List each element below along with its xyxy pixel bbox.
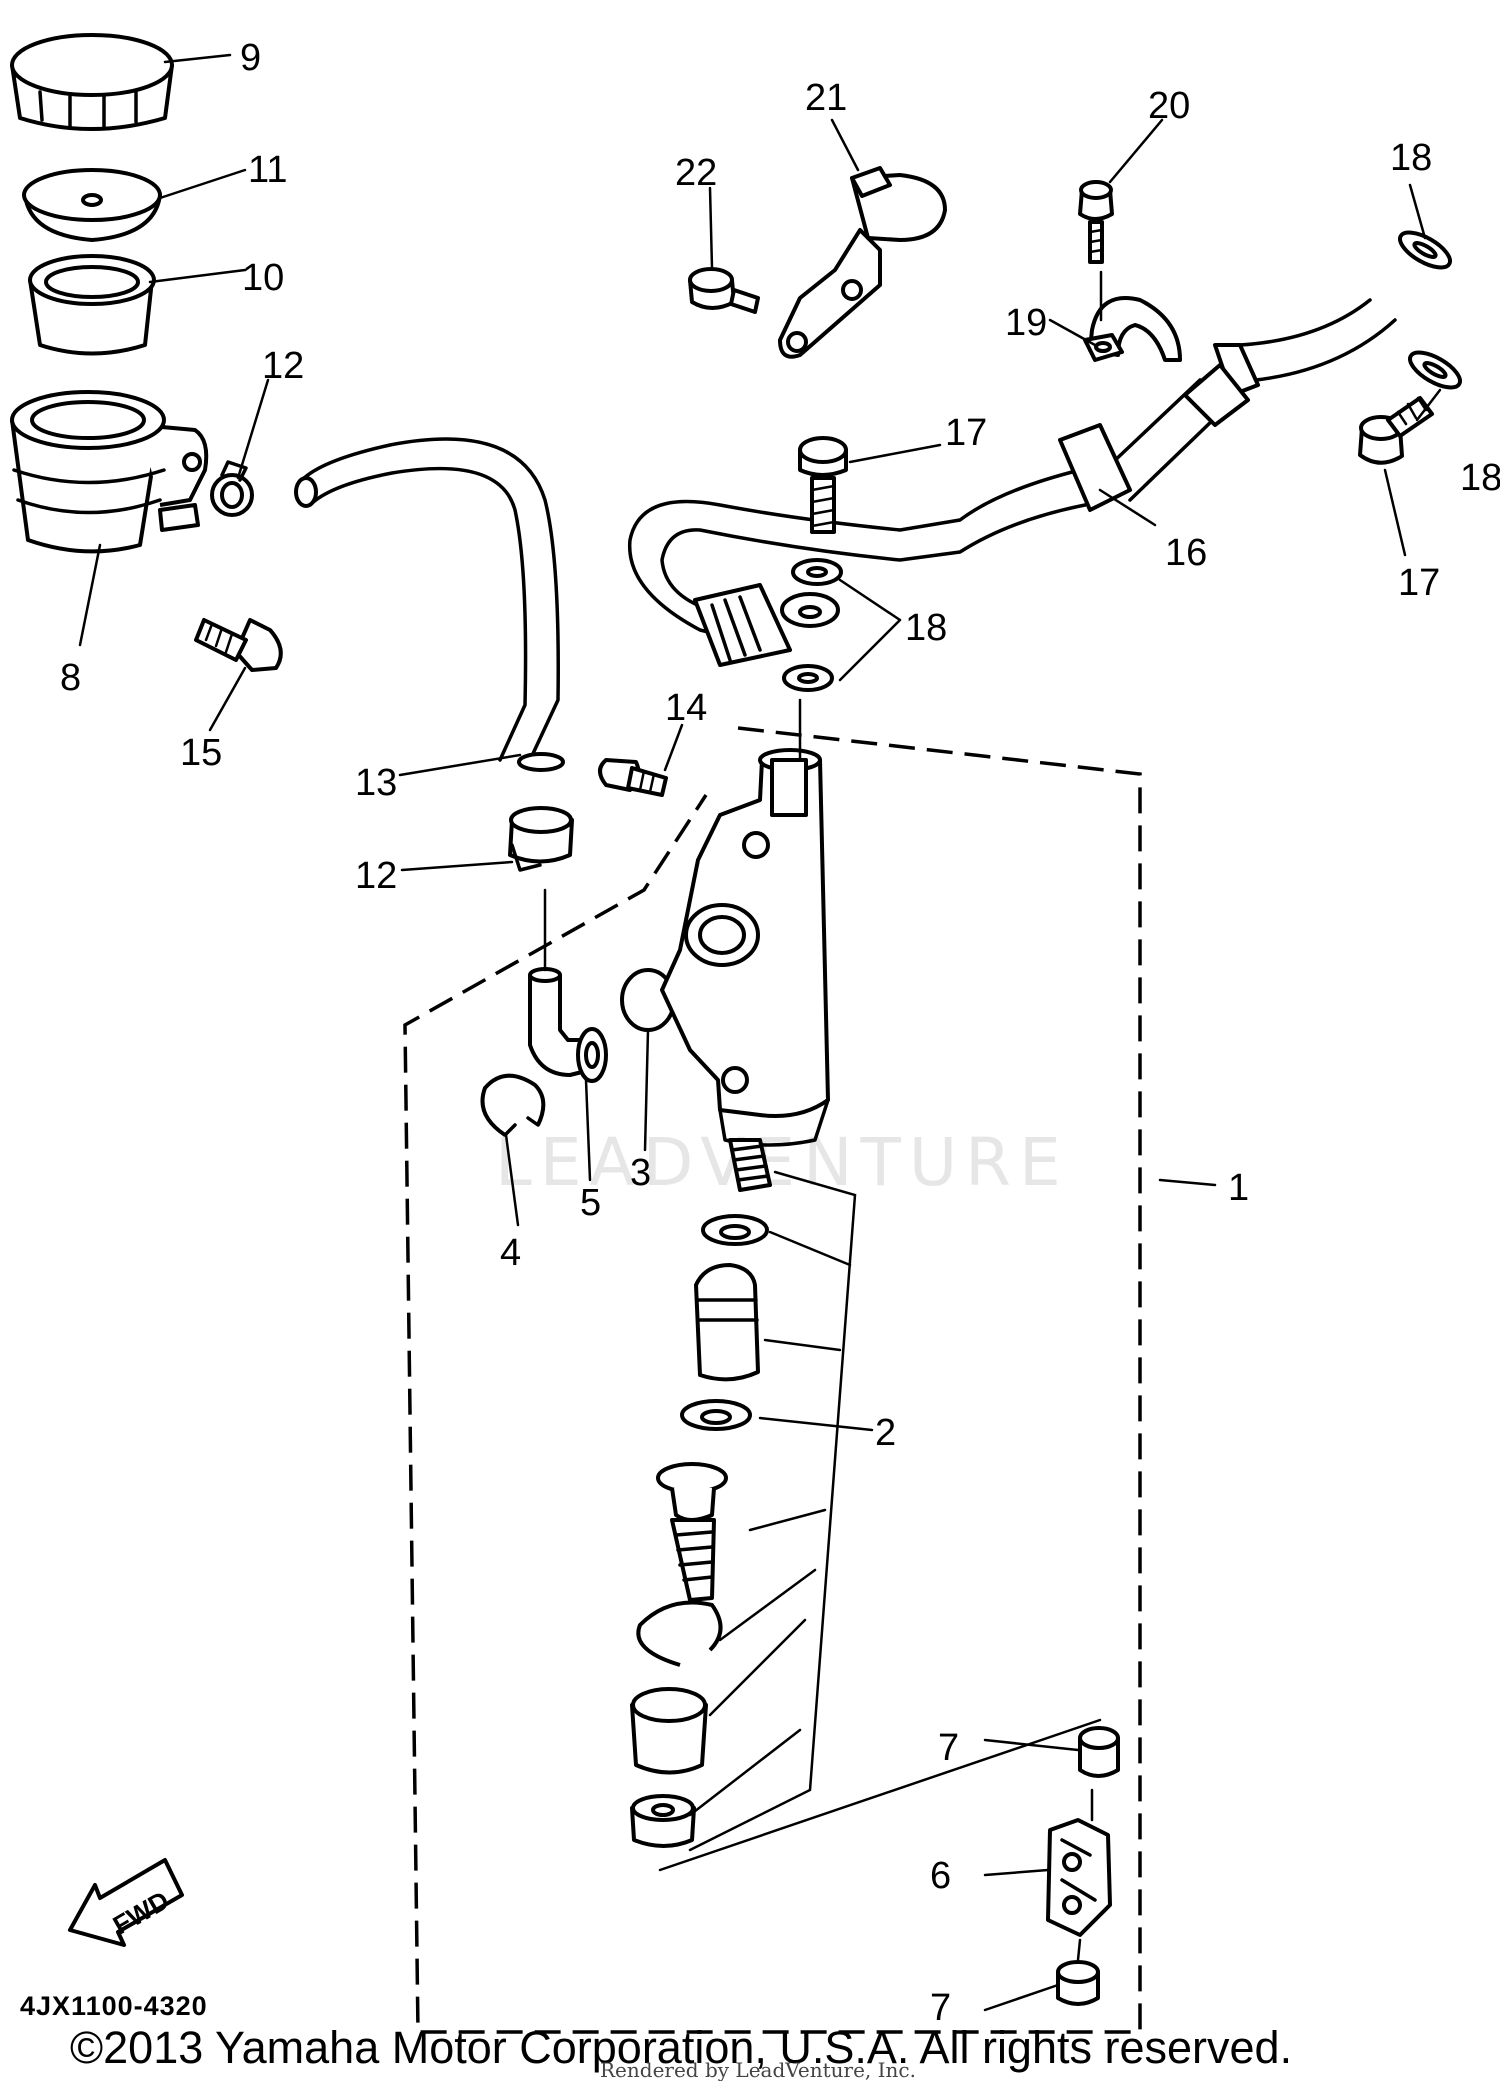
- reservoir-tank[interactable]: [10, 390, 209, 554]
- bracket-bolt[interactable]: [688, 267, 760, 314]
- callout-17a: 17: [945, 412, 987, 454]
- master-cylinder-bolt[interactable]: [598, 758, 668, 797]
- callout-14: 14: [665, 687, 707, 729]
- clevis-guide-line: [1076, 1788, 1094, 1962]
- washer-lower-right[interactable]: [1405, 346, 1465, 395]
- diaphragm-holder[interactable]: [28, 254, 156, 356]
- hose-holder[interactable]: [1083, 296, 1182, 362]
- callout-2: 2: [875, 1412, 896, 1454]
- clevis[interactable]: [1046, 1818, 1112, 1937]
- fwd-arrow-icon: FWD: [68, 1858, 184, 1947]
- washer-upper-left[interactable]: [791, 558, 843, 586]
- callout-20: 20: [1148, 85, 1190, 127]
- brake-hose[interactable]: [627, 298, 1397, 667]
- callout-9: 9: [240, 37, 261, 79]
- callout-21: 21: [805, 77, 847, 119]
- clevis-nut-upper[interactable]: [1078, 1726, 1120, 1778]
- rendered-by-notice: Rendered by LeadVenture, Inc.: [600, 2058, 916, 2081]
- callout-22: 22: [675, 152, 717, 194]
- callout-11: 11: [248, 149, 287, 191]
- clevis-nut-lower[interactable]: [1056, 1960, 1100, 2006]
- copyright-notice: ©2013 Yamaha Motor Corporation, U.S.A. A…: [70, 2022, 1292, 2073]
- callout-7a: 7: [938, 1727, 959, 1769]
- reservoir-bolt[interactable]: [194, 618, 283, 672]
- callout-12b: 12: [355, 855, 397, 897]
- hose-clamp-upper[interactable]: [210, 460, 254, 517]
- reservoir-hose[interactable]: [294, 437, 565, 772]
- circlip[interactable]: [480, 1073, 546, 1137]
- callout-7b: 7: [930, 1987, 951, 2029]
- hose-bracket[interactable]: [778, 166, 947, 359]
- assembly-boundary: [403, 726, 1142, 2034]
- washer-lower-left[interactable]: [782, 664, 834, 692]
- holder-bolt[interactable]: [1078, 180, 1114, 264]
- union-bolt-right[interactable]: [1358, 396, 1434, 465]
- callout-10: 10: [242, 257, 284, 299]
- callout-18c: 18: [1460, 457, 1500, 499]
- callout-4: 4: [500, 1232, 521, 1274]
- leader-lines: [78, 53, 1442, 2012]
- reservoir-cap[interactable]: [10, 33, 174, 131]
- washer-upper-right[interactable]: [1395, 226, 1455, 275]
- callout-18a: 18: [905, 607, 947, 649]
- hose-joint[interactable]: [528, 967, 608, 1083]
- callout-12a: 12: [262, 345, 304, 387]
- callout-16: 16: [1165, 532, 1207, 574]
- callout-6: 6: [930, 1855, 951, 1897]
- callout-17b: 17: [1398, 562, 1440, 604]
- hose-clamp-lower[interactable]: [508, 806, 574, 872]
- callout-8: 8: [60, 657, 81, 699]
- callout-5: 5: [580, 1182, 601, 1224]
- diaphragm[interactable]: [22, 168, 162, 242]
- callout-3: 3: [630, 1152, 651, 1194]
- union-bolt-left[interactable]: [798, 436, 848, 534]
- piston-kit[interactable]: [630, 1138, 772, 1848]
- master-cylinder-body[interactable]: [660, 748, 830, 1147]
- callout-13: 13: [355, 762, 397, 804]
- callout-15: 15: [180, 732, 222, 774]
- callout-1: 1: [1228, 1167, 1249, 1209]
- callout-18b: 18: [1390, 137, 1432, 179]
- callout-19: 19: [1005, 302, 1047, 344]
- diagram-code: 4JX1100-4320: [20, 1991, 208, 2021]
